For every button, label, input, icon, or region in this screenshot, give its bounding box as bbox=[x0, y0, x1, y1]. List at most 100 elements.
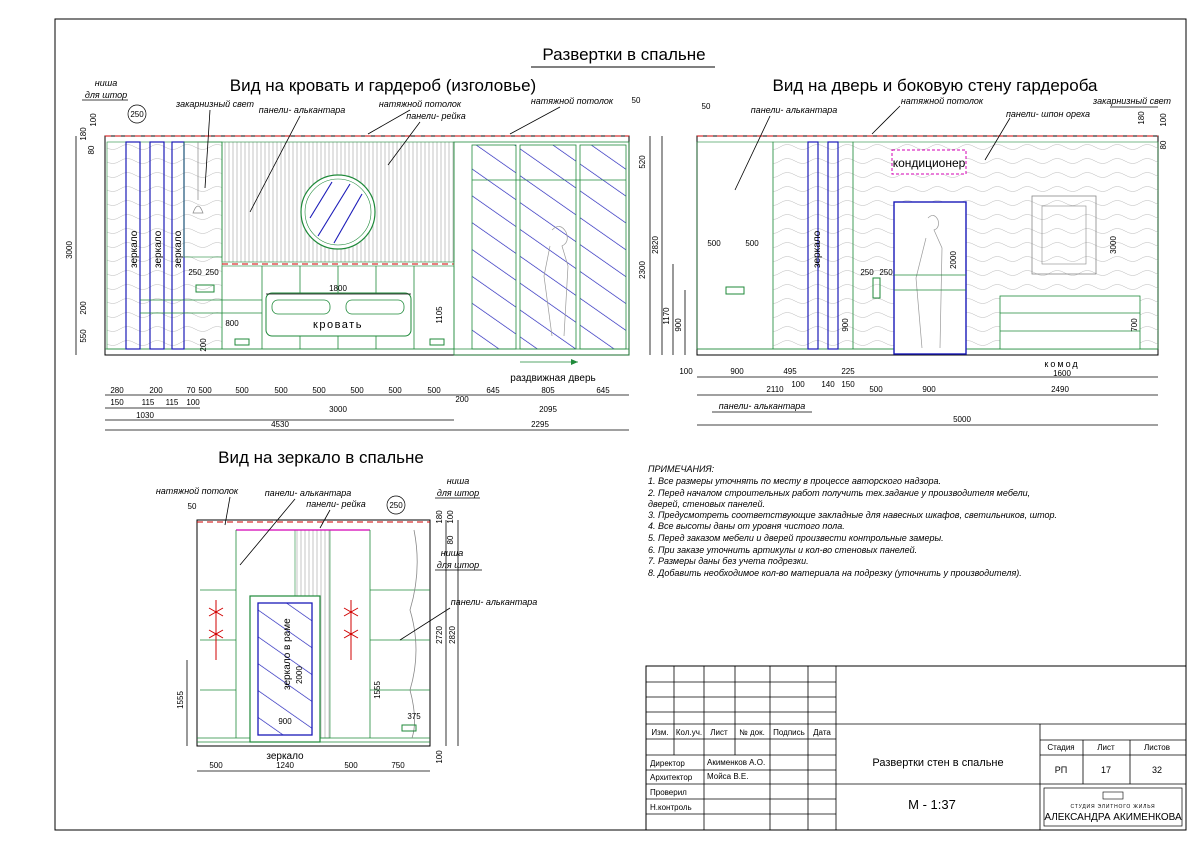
mirror-sconce-left bbox=[208, 600, 224, 660]
door-alcantara-bottom-label: панели- алькантара bbox=[719, 401, 806, 411]
title-block-roles: Директор Акименков А.О. Архитектор Мойса… bbox=[650, 758, 765, 812]
door-socket-2 bbox=[872, 277, 881, 299]
mirror-dim-100-b: 100 bbox=[435, 750, 444, 764]
bed-mirror-label-1: зеркало bbox=[129, 230, 140, 268]
bed-dim-50: 50 bbox=[632, 96, 641, 105]
bed-dim-2300: 2300 bbox=[638, 261, 647, 279]
notes-block: ПРИМЕЧАНИЯ: 1. Все размеры уточнять по м… bbox=[647, 464, 1057, 578]
notes-item-6: 5. Перед заказом мебели и дверей произве… bbox=[648, 533, 944, 543]
studio-logo: СТУДИЯ ЭЛИТНОГО ЖИЛЬЯ АЛЕКСАНДРА АКИМЕНК… bbox=[1043, 787, 1183, 827]
door-socket-1 bbox=[725, 286, 745, 295]
notes-item-4: 3. Предусмотреть соответствующие закладн… bbox=[648, 510, 1057, 520]
door-ac-label: кондиционер bbox=[893, 156, 966, 170]
bed-slats-label: панели- рейка bbox=[406, 111, 465, 121]
bed-dim-80: 80 bbox=[87, 145, 96, 154]
door-mirror-strip-1 bbox=[807, 141, 819, 350]
door-dim-100: 100 bbox=[1159, 113, 1168, 127]
view-bed-title: Вид на кровать и гардероб (изголовье) bbox=[230, 76, 536, 95]
bed-stretch2-label: натяжной потолок bbox=[531, 96, 614, 106]
svg-text:280: 280 bbox=[110, 386, 124, 395]
logo-icon bbox=[1102, 791, 1124, 800]
notes-item-8: 7. Размеры даны без учета подрезки. bbox=[648, 556, 809, 566]
bed-bottom-dims-row1: 280 200 70 500 500 500 500 500 500 500 6… bbox=[110, 386, 610, 395]
view-door-title: Вид на дверь и боковую стену гардероба bbox=[772, 76, 1098, 95]
bed-dim-left-3000: 3000 bbox=[65, 241, 74, 259]
mirror-dim-500-b: 500 bbox=[344, 761, 358, 770]
bed-sliding-label: раздвижная дверь bbox=[510, 373, 595, 384]
svg-text:1600: 1600 bbox=[1053, 369, 1071, 378]
svg-text:3000: 3000 bbox=[329, 405, 347, 414]
bed-bottom-dims-row4: 4530 2295 bbox=[271, 420, 549, 429]
bed-wardrobe-door-3 bbox=[579, 144, 627, 350]
door-dim-1170: 1170 bbox=[662, 307, 671, 325]
mirror-dim-2000: 2000 bbox=[295, 666, 304, 684]
stage-header: Стадия bbox=[1047, 743, 1074, 752]
svg-text:Дата: Дата bbox=[813, 728, 831, 737]
svg-text:500: 500 bbox=[198, 386, 212, 395]
svg-text:500: 500 bbox=[388, 386, 402, 395]
svg-text:Кол.уч.: Кол.уч. bbox=[676, 728, 702, 737]
mirror-dim-circle bbox=[386, 495, 406, 515]
svg-text:115: 115 bbox=[166, 398, 179, 407]
mirror-dim-750: 750 bbox=[391, 761, 405, 770]
door-mirror-label: зеркало bbox=[812, 230, 823, 268]
mirror-dim-180: 180 bbox=[435, 510, 444, 524]
bed-dim-1105: 1105 bbox=[435, 306, 444, 324]
svg-text:115: 115 bbox=[142, 398, 155, 407]
notes-item-5: 4. Все высоты даны от уровня чистого пол… bbox=[648, 521, 845, 531]
logo-big-text: АЛЕКСАНДРА АКИМЕНКОВА bbox=[1044, 812, 1182, 823]
mirror-alcantara-label: панели- алькантара bbox=[265, 488, 352, 498]
bed-bottom-dims-row2: 150 115 115 100 bbox=[110, 398, 200, 407]
sheet-header: Лист bbox=[1097, 743, 1115, 752]
role-director-name: Акименков А.О. bbox=[707, 758, 765, 767]
mirror-stretch-label: натяжной потолок bbox=[156, 486, 239, 496]
svg-text:900: 900 bbox=[922, 385, 936, 394]
door-commode bbox=[999, 295, 1141, 350]
notes-item-3: дверей, стеновых панелей. bbox=[648, 499, 765, 509]
bed-dim-left-550: 550 bbox=[79, 329, 88, 343]
sheets-header: Листов bbox=[1144, 743, 1170, 752]
bed-wardrobe-door-2 bbox=[519, 144, 577, 350]
bed-wardrobe-door-1 bbox=[471, 144, 517, 350]
bed-pendant-lamp bbox=[192, 142, 204, 214]
mirror-dim-2820: 2820 bbox=[448, 626, 457, 644]
door-dim-900-b: 900 bbox=[841, 318, 850, 332]
svg-text:2110: 2110 bbox=[766, 385, 784, 394]
svg-text:70: 70 bbox=[187, 386, 196, 395]
svg-text:100: 100 bbox=[186, 398, 200, 407]
sheets-value: 32 bbox=[1152, 765, 1162, 775]
bed-round-mirror-inner bbox=[304, 178, 372, 246]
svg-text:150: 150 bbox=[110, 398, 124, 407]
mirror-niche-label-2: для штор bbox=[437, 488, 479, 498]
svg-text:4530: 4530 bbox=[271, 420, 289, 429]
mirror-dim-250: 250 bbox=[389, 501, 403, 510]
bed-socket-3 bbox=[429, 338, 445, 346]
svg-text:140: 140 bbox=[821, 380, 835, 389]
svg-text:Лист: Лист bbox=[710, 728, 728, 737]
title-block-col-headers: Изм. Кол.уч. Лист № док. Подпись Дата bbox=[651, 728, 831, 737]
title-block: Изм. Кол.уч. Лист № док. Подпись Дата Ди… bbox=[645, 665, 1187, 831]
svg-text:№ док.: № док. bbox=[739, 728, 765, 737]
bed-label: кровать bbox=[313, 319, 363, 331]
door-cornice-label: закарнизный свет bbox=[1092, 96, 1171, 106]
door-dim-700: 700 bbox=[1130, 318, 1139, 332]
role-director: Директор bbox=[650, 759, 685, 768]
mirror-dim-100: 100 bbox=[446, 510, 455, 524]
bed-round-hatch-1 bbox=[317, 183, 351, 237]
notes-heading: ПРИМЕЧАНИЯ: bbox=[648, 464, 715, 474]
svg-text:2095: 2095 bbox=[539, 405, 557, 414]
svg-text:Подпись: Подпись bbox=[773, 728, 805, 737]
role-architect-name: Мойса В.Е. bbox=[707, 772, 748, 781]
door-dim-50: 50 bbox=[702, 102, 711, 111]
role-norm-control: Н.контроль bbox=[650, 803, 692, 812]
svg-text:645: 645 bbox=[596, 386, 610, 395]
notes-item-9: 8. Добавить необходимое кол-во материала… bbox=[648, 568, 1022, 578]
mirror-slats-label: панели- рейка bbox=[306, 499, 365, 509]
mirror-dim-500-a: 500 bbox=[209, 761, 223, 770]
bed-dim-180: 180 bbox=[79, 127, 88, 141]
svg-text:495: 495 bbox=[783, 367, 797, 376]
door-dim-500-a: 500 bbox=[707, 239, 721, 248]
mirror-niche-label-1: ниша bbox=[447, 476, 469, 486]
svg-text:500: 500 bbox=[869, 385, 883, 394]
door-walnut-label: панели- шпон ореха bbox=[1006, 109, 1090, 119]
